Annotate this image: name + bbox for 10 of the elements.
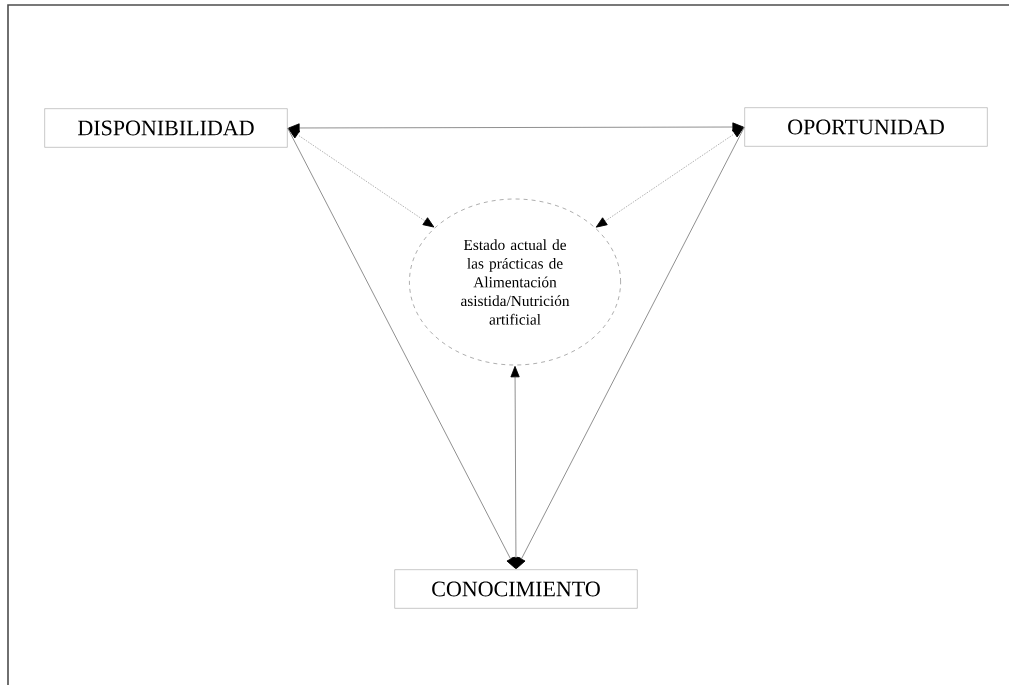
concept-box: OPORTUNIDAD <box>744 107 988 147</box>
arrow <box>516 126 745 569</box>
concept-box: DISPONIBILIDAD <box>44 108 288 148</box>
arrow <box>288 122 744 133</box>
arrow <box>595 127 744 228</box>
concept-box: CONOCIMIENTO <box>394 569 638 609</box>
arrow <box>288 128 435 228</box>
arrow <box>510 365 521 569</box>
arrow <box>287 127 516 569</box>
ellipse-node: Estado actual de las prácticas de Alimentación asistida/Nutrición artificial <box>409 198 621 366</box>
